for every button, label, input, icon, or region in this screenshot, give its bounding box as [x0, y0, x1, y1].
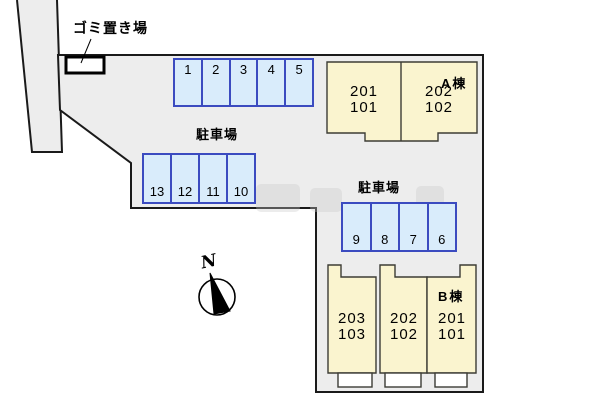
unit-number-lower: 101 — [437, 326, 467, 343]
watermark — [310, 188, 342, 212]
unit-number-lower: 101 — [349, 99, 379, 116]
parking-row-top: 1 2 3 4 5 — [173, 58, 314, 107]
building-b-name: B棟 — [438, 289, 465, 304]
building-a-unit2-label: 202 102 — [409, 84, 469, 116]
parking-label-right: 駐車場 — [358, 180, 401, 195]
garbage-area-label: ゴミ置き場 — [73, 20, 148, 36]
building-b-balcony-2 — [384, 372, 422, 388]
parking-row-right: 9 8 7 6 — [341, 202, 457, 252]
unit-number-upper: 201 — [437, 310, 467, 327]
building-b-unit3-outline — [426, 264, 477, 374]
parking-spot: 8 — [369, 204, 399, 250]
unit-number-upper: 203 — [337, 310, 367, 327]
unit-number-lower: 102 — [424, 99, 454, 116]
parking-spot: 13 — [149, 184, 165, 199]
parking-row-left: 13 12 11 10 — [142, 153, 256, 204]
parking-spot: 12 — [170, 155, 198, 202]
building-b-balcony-1 — [337, 372, 373, 388]
parking-spot: 6 — [426, 204, 456, 250]
parking-spot: 7 — [398, 204, 427, 250]
building-b-balcony-3 — [434, 372, 468, 388]
parking-spot: 11 — [198, 155, 226, 202]
building-b-unit2-label: 202 102 — [374, 311, 434, 343]
parking-spot: 2 — [200, 60, 229, 105]
unit-number-lower: 102 — [389, 326, 419, 343]
compass-north-label: N — [199, 250, 219, 274]
watermark — [256, 184, 300, 212]
unit-number-upper: 201 — [349, 83, 379, 100]
building-b-unit3-label: 201 101 — [422, 311, 482, 343]
unit-number-upper: 202 — [424, 83, 454, 100]
unit-number-upper: 202 — [389, 310, 419, 327]
unit-number-lower: 103 — [337, 326, 367, 343]
building-a-name: A棟 — [441, 76, 468, 91]
compass-needle-icon — [209, 272, 231, 315]
building-b-unit1-outline — [327, 264, 377, 374]
garbage-area-box — [64, 55, 106, 75]
parking-spot: 3 — [228, 60, 257, 105]
compass-circle — [198, 278, 236, 316]
parking-spot: 1 — [184, 62, 192, 77]
garbage-pointer-line — [80, 38, 92, 64]
parking-spot: 5 — [284, 60, 312, 105]
parking-spot: 4 — [256, 60, 284, 105]
building-a-outline — [326, 61, 478, 142]
parking-spot: 9 — [352, 232, 360, 247]
building-b-unit1-label: 203 103 — [322, 311, 382, 343]
parking-spot: 10 — [226, 155, 254, 202]
parking-label-top: 駐車場 — [196, 127, 239, 142]
building-a-unit1-label: 201 101 — [334, 84, 394, 116]
access-road-strip — [16, 0, 64, 153]
